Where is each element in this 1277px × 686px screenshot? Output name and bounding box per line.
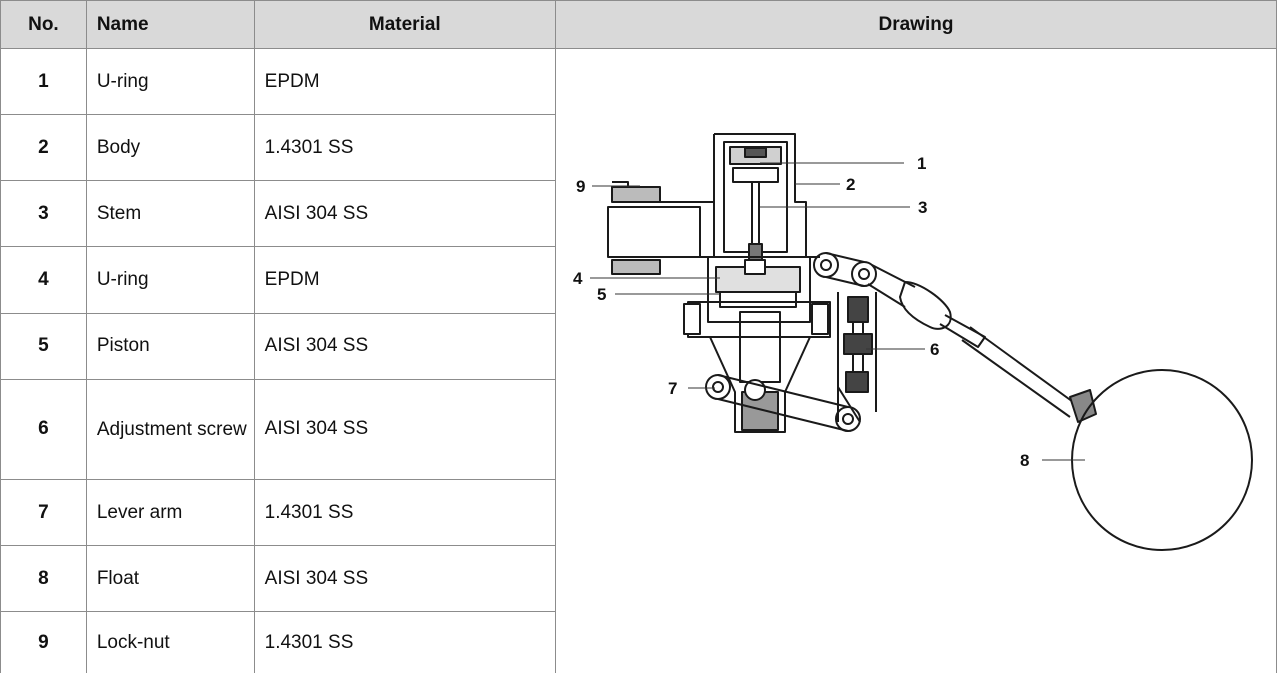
part-name: U-ring	[85, 47, 255, 116]
part-name: Stem	[85, 180, 255, 248]
callout-6: 6	[930, 340, 939, 359]
float-valve-drawing: 1 2 3 4 5 6 7 8 9	[573, 133, 1253, 551]
part-number: 4	[0, 246, 87, 314]
part-material: EPDM	[253, 47, 556, 116]
part-material: AISI 304 SS	[253, 180, 556, 248]
table-row: 6 Adjustment screw AISI 304 SS	[0, 378, 1277, 481]
part-name: Float	[85, 545, 255, 613]
part-material: 1.4301 SS	[253, 479, 556, 547]
callout-8: 8	[1020, 451, 1029, 470]
part-material: AISI 304 SS	[253, 312, 556, 380]
callout-3: 3	[918, 198, 927, 217]
header-drawing: Drawing	[554, 0, 1277, 49]
part-name: U-ring	[85, 246, 255, 314]
part-material: EPDM	[253, 246, 556, 314]
part-material: AISI 304 SS	[253, 378, 556, 481]
callout-9: 9	[576, 177, 585, 196]
part-number: 1	[0, 47, 87, 116]
part-material: 1.4301 SS	[253, 611, 556, 673]
table-row: 1 U-ring EPDM	[0, 47, 1277, 673]
part-name: Lock-nut	[85, 611, 255, 673]
part-name: Adjustment screw	[85, 378, 255, 481]
header-no: No.	[0, 0, 87, 49]
part-name: Body	[85, 114, 255, 182]
table-row: 5 Piston AISI 304 SS	[0, 312, 1277, 380]
table-row: 3 Stem AISI 304 SS	[0, 180, 1277, 248]
drawing-cell: 1 2 3 4 5 6 7 8 9	[554, 48, 1277, 673]
callout-7: 7	[668, 379, 677, 398]
table-row: 4 U-ring EPDM	[0, 246, 1277, 314]
header-row: No. Name Material Drawing	[0, 0, 1277, 49]
part-number: 3	[0, 180, 87, 248]
callout-1: 1	[917, 154, 926, 173]
part-number: 8	[0, 545, 87, 613]
part-number: 7	[0, 479, 87, 547]
table-row: 9 Lock-nut 1.4301 SS	[0, 611, 1277, 673]
header-name: Name	[85, 0, 255, 49]
part-number: 5	[0, 312, 87, 380]
header-material: Material	[253, 0, 556, 49]
table-row: 2 Body 1.4301 SS	[0, 114, 1277, 182]
part-number: 2	[0, 114, 87, 182]
part-number: 6	[0, 378, 87, 481]
part-material: 1.4301 SS	[253, 114, 556, 182]
table-row: 8 Float AISI 304 SS	[0, 545, 1277, 613]
part-material: AISI 304 SS	[253, 545, 556, 613]
callout-5: 5	[597, 285, 606, 304]
part-name: Piston	[85, 312, 255, 380]
callout-2: 2	[846, 175, 855, 194]
table-row: 7 Lever arm 1.4301 SS	[0, 479, 1277, 547]
part-number: 9	[0, 611, 87, 673]
callout-4: 4	[573, 269, 583, 288]
part-name: Lever arm	[85, 479, 255, 547]
